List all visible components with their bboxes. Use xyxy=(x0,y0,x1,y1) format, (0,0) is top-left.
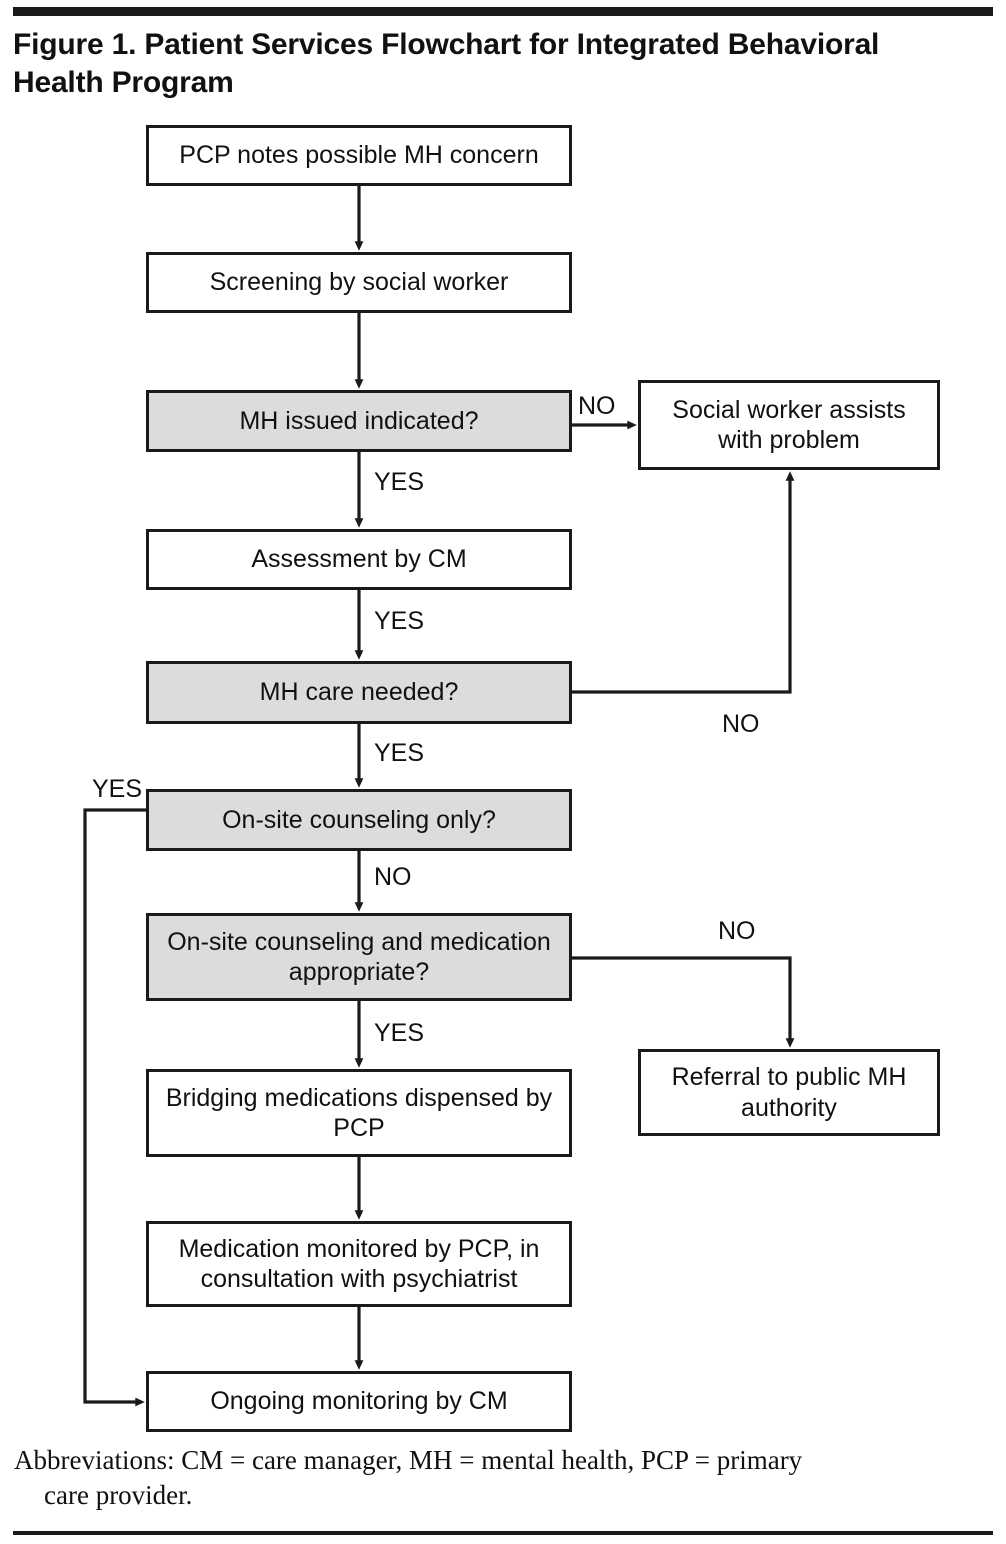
top-rule xyxy=(13,7,993,16)
bottom-rule xyxy=(13,1531,993,1535)
abbreviations-line-1: Abbreviations: CM = care manager, MH = m… xyxy=(14,1445,803,1475)
abbreviations-note: Abbreviations: CM = care manager, MH = m… xyxy=(14,1443,989,1512)
node-pcp-notes: PCP notes possible MH concern xyxy=(146,125,572,186)
node-screening: Screening by social worker xyxy=(146,252,572,313)
node-referral-public-mh-authority: Referral to public MH authority xyxy=(638,1049,940,1136)
node-social-worker-assists: Social worker assists with problem xyxy=(638,380,940,470)
edge-label-no-mh-care: NO xyxy=(722,710,760,738)
node-ongoing-monitoring: Ongoing monitoring by CM xyxy=(146,1371,572,1432)
node-onsite-counseling-and-medication: On-site counseling and medication approp… xyxy=(146,913,572,1001)
edge-label-yes-assessment: YES xyxy=(374,607,425,635)
node-bridging-medications: Bridging medications dispensed by PCP xyxy=(146,1069,572,1157)
edge-label-yes-mh-issue: YES xyxy=(374,468,425,496)
node-medication-monitored: Medication monitored by PCP, in consulta… xyxy=(146,1221,572,1307)
node-onsite-counseling-only: On-site counseling only? xyxy=(146,789,572,851)
abbreviations-line-2: care provider. xyxy=(44,1479,193,1510)
node-assessment-by-cm: Assessment by CM xyxy=(146,529,572,590)
edge-label-yes-mh-care: YES xyxy=(374,739,425,767)
node-mh-care-needed: MH care needed? xyxy=(146,661,572,724)
node-mh-issue-indicated: MH issued indicated? xyxy=(146,390,572,452)
edge-label-no-onsite-medication: NO xyxy=(718,917,756,945)
figure-title: Figure 1. Patient Services Flowchart for… xyxy=(13,28,880,100)
edge-label-no-onsite-only: NO xyxy=(374,863,412,891)
edge-label-no-mh-issue: NO xyxy=(578,392,616,420)
edge-label-yes-onsite-medication: YES xyxy=(374,1019,425,1047)
edge-label-yes-onsite-only: YES xyxy=(92,775,143,803)
